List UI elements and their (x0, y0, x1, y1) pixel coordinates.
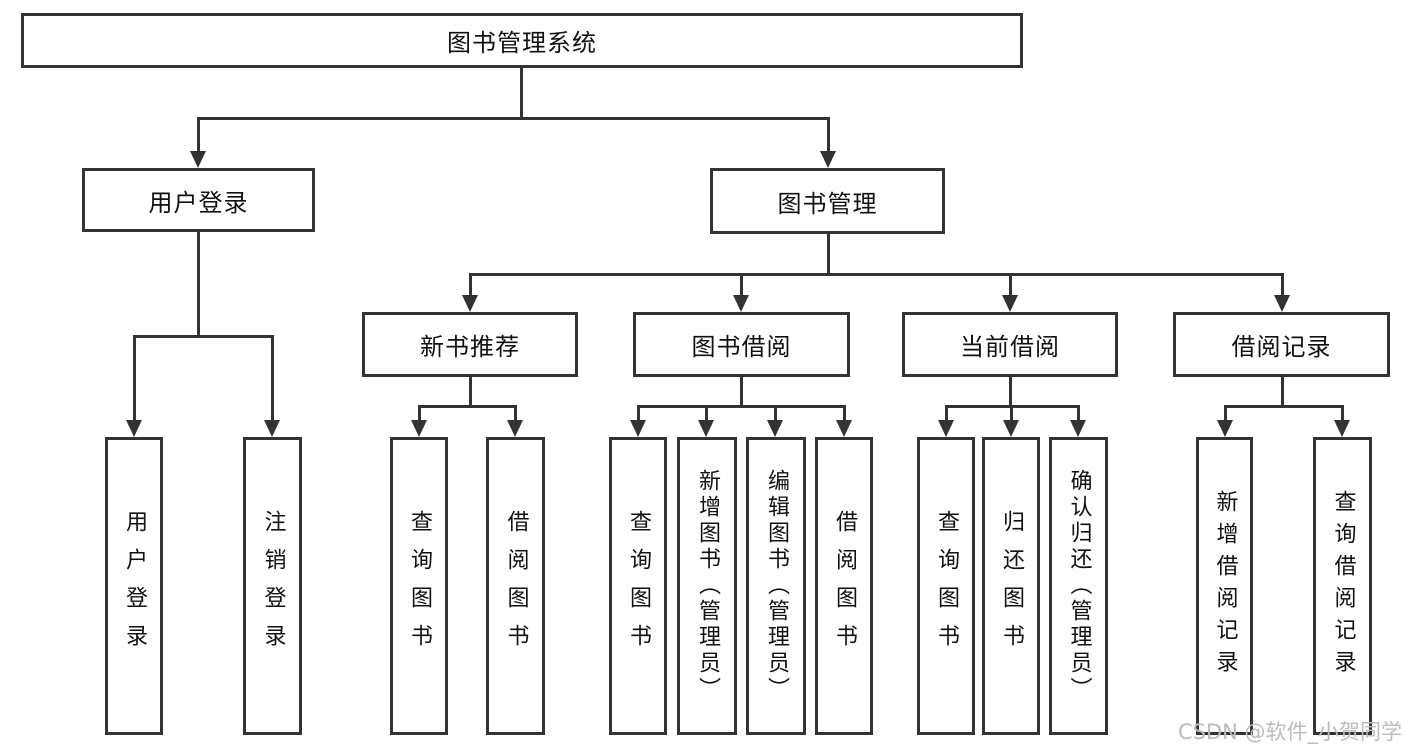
leaf-logout-label: 注销登录 (260, 510, 286, 662)
connector-arrow-shaft (197, 117, 200, 151)
connector-arrow-shaft (740, 273, 743, 295)
arrow-down-icon (630, 420, 646, 437)
leaf-current-return-label: 归还图书 (999, 510, 1024, 662)
leaf-current-query-label: 查询图书 (934, 510, 959, 662)
node-new-book-recommend: 新书推荐 (362, 312, 578, 377)
connector-book-mgmt-stub (827, 234, 830, 273)
connector-arrow-shaft (705, 405, 708, 420)
arrow-down-icon (820, 151, 836, 168)
connector-arrow-shaft (418, 405, 421, 420)
connector-arrow-shaft (945, 405, 948, 420)
leaf-user-login-label: 用户登录 (122, 510, 147, 662)
arrow-down-icon (1217, 420, 1233, 437)
node-current-borrowing-label: 当前借阅 (960, 333, 1060, 361)
node-borrow-records: 借阅记录 (1173, 312, 1390, 377)
connector-arrow-shaft (514, 405, 517, 420)
leaf-logout: 注销登录 (243, 437, 302, 735)
leaf-borrow-query: 查询图书 (609, 437, 667, 735)
node-root-label: 图书管理系统 (447, 29, 597, 57)
node-root: 图书管理系统 (21, 13, 1023, 68)
connector-user-leaves-rail (133, 335, 274, 338)
arrow-down-icon (1002, 295, 1018, 312)
leaf-borrow-borrow-book: 借阅图书 (815, 437, 873, 735)
leaf-user-login: 用户登录 (105, 437, 163, 735)
connector-arrow-shaft (1009, 273, 1012, 295)
leaf-newbook-query: 查询图书 (390, 437, 448, 735)
connector-records-rail (1224, 405, 1344, 408)
arrow-down-icon (411, 420, 427, 437)
leaf-newbook-borrow-label: 借阅图书 (503, 510, 529, 662)
arrow-down-icon (767, 420, 783, 437)
arrow-down-icon (698, 420, 714, 437)
connector-arrow-shaft (843, 405, 846, 420)
leaf-records-query: 查询借阅记录 (1313, 437, 1372, 735)
connector-arrow-shaft (1010, 405, 1013, 420)
connector-current-stub (1009, 377, 1012, 405)
leaf-borrow-add-book: 新增图书（管理员） (677, 437, 737, 735)
connector-arrow-shaft (133, 335, 136, 420)
leaf-current-query: 查询图书 (917, 437, 975, 735)
connector-user-login-stub (197, 232, 200, 335)
connector-bookborrow-rail (637, 405, 846, 408)
node-borrow-records-label: 借阅记录 (1231, 333, 1332, 361)
connector-level1-rail (197, 117, 830, 120)
node-book-borrowing: 图书借阅 (633, 312, 850, 377)
connector-arrow-shaft (637, 405, 640, 420)
connector-records-stub (1281, 377, 1284, 405)
leaf-borrow-add-book-label: 新增图书（管理员） (695, 469, 720, 703)
connector-arrow-shaft (1281, 273, 1284, 295)
leaf-current-confirm-return: 确认归还（管理员） (1049, 437, 1108, 735)
leaf-borrow-borrow-book-label: 借阅图书 (832, 510, 857, 662)
arrow-down-icon (264, 420, 280, 437)
node-new-book-recommend-label: 新书推荐 (420, 333, 520, 361)
leaf-borrow-edit-book: 编辑图书（管理员） (746, 437, 806, 735)
leaf-borrow-edit-book-label: 编辑图书（管理员） (764, 469, 789, 703)
arrow-down-icon (462, 295, 478, 312)
node-user-login-label: 用户登录 (148, 188, 249, 217)
connector-arrow-shaft (1077, 405, 1080, 420)
connector-arrow-shaft (271, 335, 274, 420)
connector-root-stub (520, 68, 523, 117)
arrow-down-icon (1274, 295, 1290, 312)
connector-arrow-shaft (774, 405, 777, 420)
arrow-down-icon (1003, 420, 1019, 437)
node-current-borrowing: 当前借阅 (902, 312, 1118, 377)
leaf-newbook-borrow: 借阅图书 (486, 437, 545, 735)
connector-arrow-shaft (827, 117, 830, 151)
connector-level2-rail (469, 273, 1284, 276)
node-book-borrowing-label: 图书借阅 (691, 333, 792, 361)
arrow-down-icon (507, 420, 523, 437)
connector-arrow-shaft (469, 273, 472, 295)
arrow-down-icon (1334, 420, 1350, 437)
arrow-down-icon (190, 151, 206, 168)
leaf-current-return: 归还图书 (982, 437, 1040, 735)
arrow-down-icon (836, 420, 852, 437)
leaf-records-add-label: 新增借阅记录 (1212, 490, 1238, 682)
node-book-management: 图书管理 (710, 168, 945, 234)
leaf-newbook-query-label: 查询图书 (407, 510, 432, 662)
arrow-down-icon (938, 420, 954, 437)
arrow-down-icon (733, 295, 749, 312)
connector-arrow-shaft (1341, 405, 1344, 420)
arrow-down-icon (126, 420, 142, 437)
csdn-watermark: CSDN @软件_小贺同学 (1178, 720, 1403, 744)
leaf-records-query-label: 查询借阅记录 (1330, 490, 1356, 682)
connector-newbook-stub (469, 377, 472, 405)
leaf-records-add: 新增借阅记录 (1196, 437, 1253, 735)
node-user-login: 用户登录 (82, 168, 315, 232)
connector-bookborrow-stub (740, 377, 743, 405)
leaf-borrow-query-label: 查询图书 (626, 510, 651, 662)
connector-newbook-rail (418, 405, 517, 408)
connector-arrow-shaft (1224, 405, 1227, 420)
arrow-down-icon (1070, 420, 1086, 437)
node-book-management-label: 图书管理 (777, 189, 878, 218)
leaf-current-confirm-return-label: 确认归还（管理员） (1066, 469, 1092, 703)
